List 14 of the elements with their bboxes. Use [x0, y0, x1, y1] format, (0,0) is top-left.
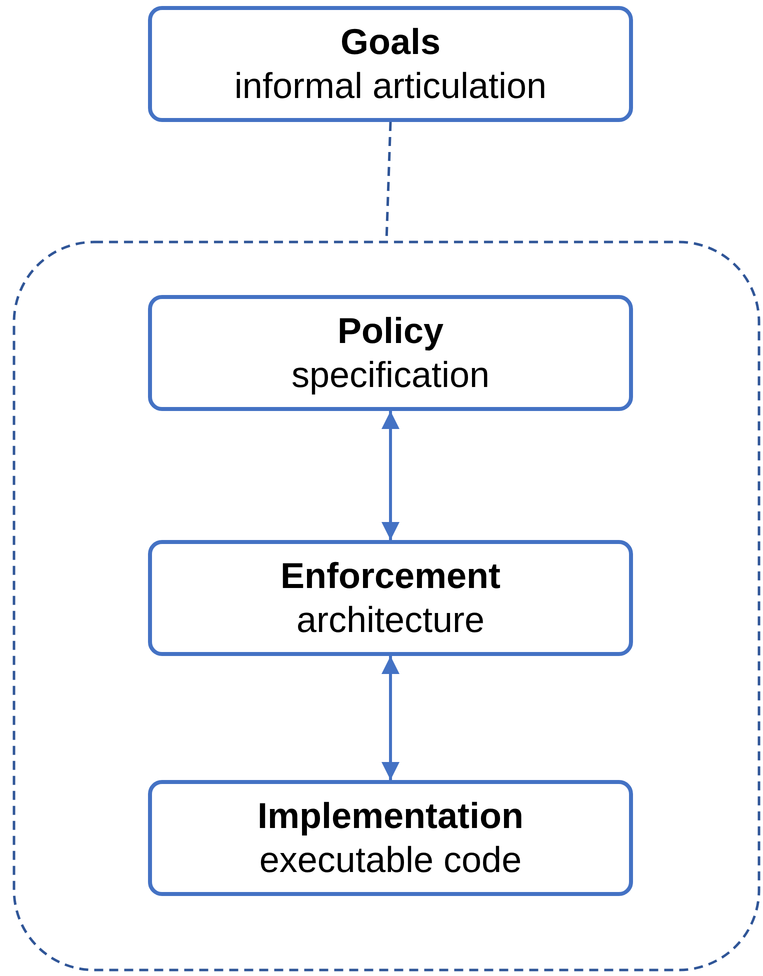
process-box: [148, 780, 633, 896]
box-subtitle: executable code: [259, 838, 522, 882]
arrow: [382, 656, 400, 780]
box-heading: Enforcement: [280, 554, 501, 598]
process-box: [148, 295, 633, 411]
box-subtitle: specification: [291, 353, 490, 397]
process-box: [148, 6, 633, 122]
arrow: [382, 411, 400, 540]
box-subtitle: architecture: [296, 598, 485, 642]
box-heading: Policy: [337, 309, 444, 353]
process-box: [148, 540, 633, 656]
box-heading: Implementation: [257, 794, 524, 838]
box-heading: Goals: [340, 20, 441, 64]
box-subtitle: informal articulation: [234, 64, 547, 108]
